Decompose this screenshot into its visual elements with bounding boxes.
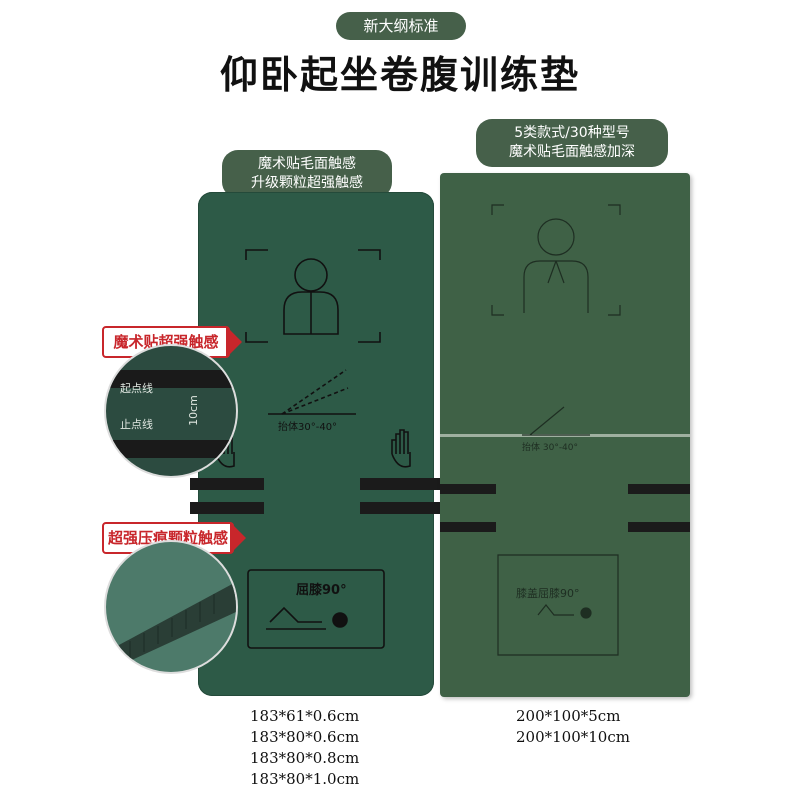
right-mat-caption: 5类款式/30种型号 魔术贴毛面触感加深: [476, 119, 668, 167]
right-size-2: 200*100*10cm: [516, 728, 630, 746]
velcro-zoom-circle: 起点线 止点线 10cm: [104, 344, 238, 478]
texture-callout-arrow: [230, 522, 246, 554]
right-caption-line1: 5类款式/30种型号: [514, 125, 630, 141]
right-strap-2a: [628, 484, 690, 494]
right-angle-label: 抬体 30°-40°: [522, 441, 578, 453]
standard-badge: 新大纲标准: [336, 12, 466, 40]
left-strap-1a: [190, 478, 264, 490]
right-size-1: 200*100*5cm: [516, 707, 621, 725]
left-size-2: 183*80*0.6cm: [250, 728, 360, 746]
zoom-strap-bottom: [106, 440, 236, 458]
right-caption-line2: 魔术贴毛面触感加深: [509, 144, 635, 160]
left-caption-line2: 升级颗粒超强触感: [251, 175, 363, 191]
left-knee-label: 屈膝90°: [296, 582, 347, 598]
page-title: 仰卧起坐卷腹训练垫: [219, 53, 580, 97]
texture-pattern: [106, 582, 236, 672]
left-size-list: 183*61*0.6cm 183*80*0.6cm 183*80*0.8cm 1…: [250, 706, 390, 790]
texture-callout-label: 超强压痕颗粒触感: [102, 522, 234, 554]
left-size-4: 183*80*1.0cm: [250, 770, 360, 788]
zoom-strap-top: [106, 370, 236, 388]
right-strap-2b: [628, 522, 690, 532]
left-mat-caption: 魔术贴毛面触感 升级颗粒超强触感: [222, 150, 392, 198]
left-strap-2a: [360, 478, 440, 490]
left-caption-line1: 魔术贴毛面触感: [258, 156, 356, 172]
texture-zoom-circle: [104, 540, 238, 674]
zoom-start-label: 起点线: [120, 382, 153, 395]
right-strap-1b: [440, 522, 496, 532]
left-size-1: 183*61*0.6cm: [250, 707, 360, 725]
right-size-list: 200*100*5cm 200*100*10cm: [516, 706, 666, 748]
velcro-callout-arrow: [226, 326, 242, 358]
zoom-measure-label: 10cm: [186, 395, 200, 426]
left-angle-label: 抬体30°-40°: [278, 420, 337, 433]
left-strap-1b: [190, 502, 264, 514]
right-mat-graphics: 抬体 30°-40° 膝盖屈膝90°: [491, 204, 621, 656]
right-strap-1a: [440, 484, 496, 494]
right-knee-label: 膝盖屈膝90°: [516, 586, 580, 600]
left-strap-2b: [360, 502, 440, 514]
zoom-stop-label: 止点线: [120, 418, 153, 431]
left-size-3: 183*80*0.8cm: [250, 749, 360, 767]
